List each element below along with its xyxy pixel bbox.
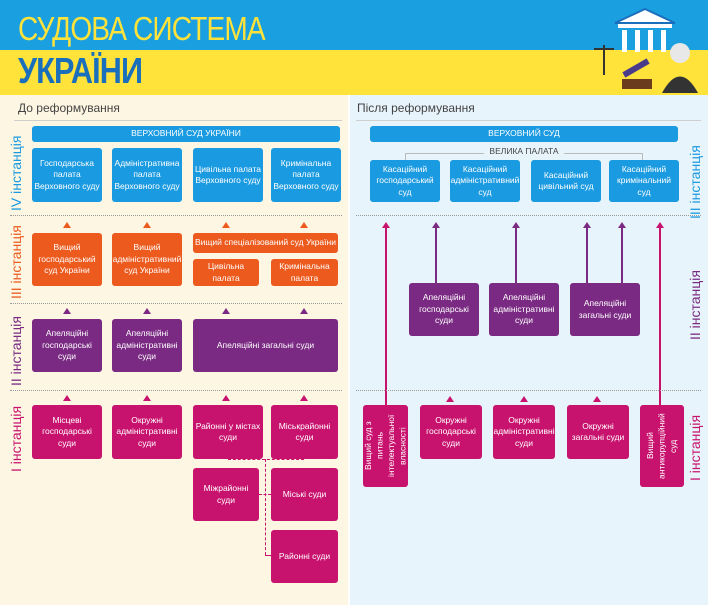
supreme-court-ukraine: ВЕРХОВНИЙ СУД УКРАЇНИ	[32, 126, 340, 142]
connector	[265, 459, 266, 555]
before-heading: До реформування	[18, 101, 120, 115]
level-label-ii-after: II інстанція	[687, 270, 703, 340]
civil-chamber-hssc: Цивільна палата	[193, 259, 259, 286]
level-divider	[10, 303, 342, 304]
arrow-up-icon	[446, 396, 454, 402]
appeal-administrative-courts: Апеляційні адміністративні суди	[112, 319, 182, 372]
cassation-civil-court: Касаційний цивільний суд	[531, 160, 601, 202]
criminal-chamber: Кримінальна палата Верховного суду	[271, 148, 341, 202]
arrow-up-icon	[300, 395, 308, 401]
arrow-up-icon	[222, 222, 230, 228]
connector-line	[435, 228, 437, 283]
level-divider	[10, 390, 342, 391]
city-district-courts: Міськрайонні суди	[271, 405, 338, 459]
arrow-up-icon	[512, 222, 520, 228]
administrative-chamber: Адміністративна палата Верховного суду	[112, 148, 182, 202]
connector-line	[385, 228, 387, 405]
higher-specialized-court: Вищий спеціалізований суд України	[193, 233, 338, 253]
arrow-up-icon	[300, 308, 308, 314]
local-commercial-courts: Місцеві господарські суди	[32, 405, 102, 459]
district-courts: Районні суди	[271, 530, 338, 583]
district-administrative-courts-after: Окружні адміністративні суди	[493, 405, 555, 459]
high-ip-court: Вищий суд з питань інтелектуальної власн…	[363, 405, 408, 487]
arrow-up-icon	[63, 395, 71, 401]
arrow-up-icon	[432, 222, 440, 228]
high-anticorruption-court: Вищий антикорупційний суд	[640, 405, 684, 487]
header-banner-blue	[0, 0, 708, 50]
arrow-up-icon	[382, 222, 390, 228]
arrow-up-icon	[63, 222, 71, 228]
level-label-iii: III інстанція	[8, 225, 24, 299]
level-divider	[10, 215, 342, 216]
connector	[265, 555, 271, 556]
title-line-1: СУДОВА СИСТЕМА	[18, 10, 266, 47]
header-banner-yellow	[0, 50, 708, 95]
arrow-up-icon	[63, 308, 71, 314]
arrow-up-icon	[300, 222, 308, 228]
arrow-up-icon	[593, 396, 601, 402]
high-anticorruption-court-label: Вищий антикорупційний суд	[644, 413, 678, 479]
arrow-up-icon	[143, 395, 151, 401]
appeal-administrative-courts-after: Апеляційні адміністративні суди	[489, 283, 559, 336]
appeal-commercial-courts-after: Апеляційні господарські суди	[409, 283, 479, 336]
connector-line	[659, 228, 661, 405]
high-ip-court-label: Вищий суд з питань інтелектуальної власн…	[362, 414, 407, 478]
district-city-courts: Районні у містах суди	[193, 405, 263, 459]
district-administrative-courts: Окружні адміністративні суди	[112, 405, 182, 459]
connector	[228, 459, 304, 460]
arrow-up-icon	[618, 222, 626, 228]
divider	[356, 120, 701, 121]
appeal-general-courts-after: Апеляційні загальні суди	[570, 283, 640, 336]
arrow-up-icon	[143, 222, 151, 228]
title-line-2: УКРАЇНИ	[18, 50, 143, 91]
commercial-chamber: Господарська палата Верховного суду	[32, 148, 102, 202]
level-label-ii: II інстанція	[8, 316, 24, 386]
after-heading: Після реформування	[357, 101, 475, 115]
appeal-commercial-courts: Апеляційні господарські суди	[32, 319, 102, 372]
higher-administrative-court: Вищий адміністративний суд України	[112, 233, 182, 286]
level-divider	[356, 215, 701, 216]
level-label-iii-after: III інстанція	[687, 145, 703, 219]
district-general-courts: Окружні загальні суди	[567, 405, 629, 459]
appeal-general-courts: Апеляційні загальні суди	[193, 319, 338, 372]
arrow-up-icon	[520, 396, 528, 402]
interdistrict-courts: Міжрайонні суди	[193, 468, 259, 521]
connector	[259, 494, 271, 495]
city-courts: Міські суди	[271, 468, 338, 521]
courthouse-judge-illustration	[594, 7, 698, 93]
supreme-court: ВЕРХОВНИЙ СУД	[370, 126, 678, 142]
connector-line	[621, 228, 623, 283]
arrow-up-icon	[656, 222, 664, 228]
level-label-i-after: I інстанція	[687, 414, 703, 481]
arrow-up-icon	[583, 222, 591, 228]
arrow-up-icon	[143, 308, 151, 314]
connector-line	[586, 228, 588, 283]
district-commercial-courts: Окружні господарські суди	[420, 405, 482, 459]
connector-line	[515, 228, 517, 283]
criminal-chamber-hssc: Кримінальна палата	[271, 259, 338, 286]
higher-commercial-court: Вищий господарський суд України	[32, 233, 102, 286]
level-label-i: I інстанція	[8, 405, 24, 472]
cassation-administrative-court: Касаційний адміністративний суд	[450, 160, 520, 202]
arrow-up-icon	[222, 308, 230, 314]
level-divider	[356, 390, 701, 391]
divider	[14, 120, 342, 121]
cassation-criminal-court: Касаційний кримінальний суд	[609, 160, 679, 202]
level-label-iv: IV інстанція	[8, 135, 24, 211]
arrow-up-icon	[222, 395, 230, 401]
cassation-commercial-court: Касаційний господарський суд	[370, 160, 440, 202]
grand-chamber-label: ВЕЛИКА ПАЛАТА	[484, 146, 564, 156]
civil-chamber: Цивільна палата Верховного суду	[193, 148, 263, 202]
